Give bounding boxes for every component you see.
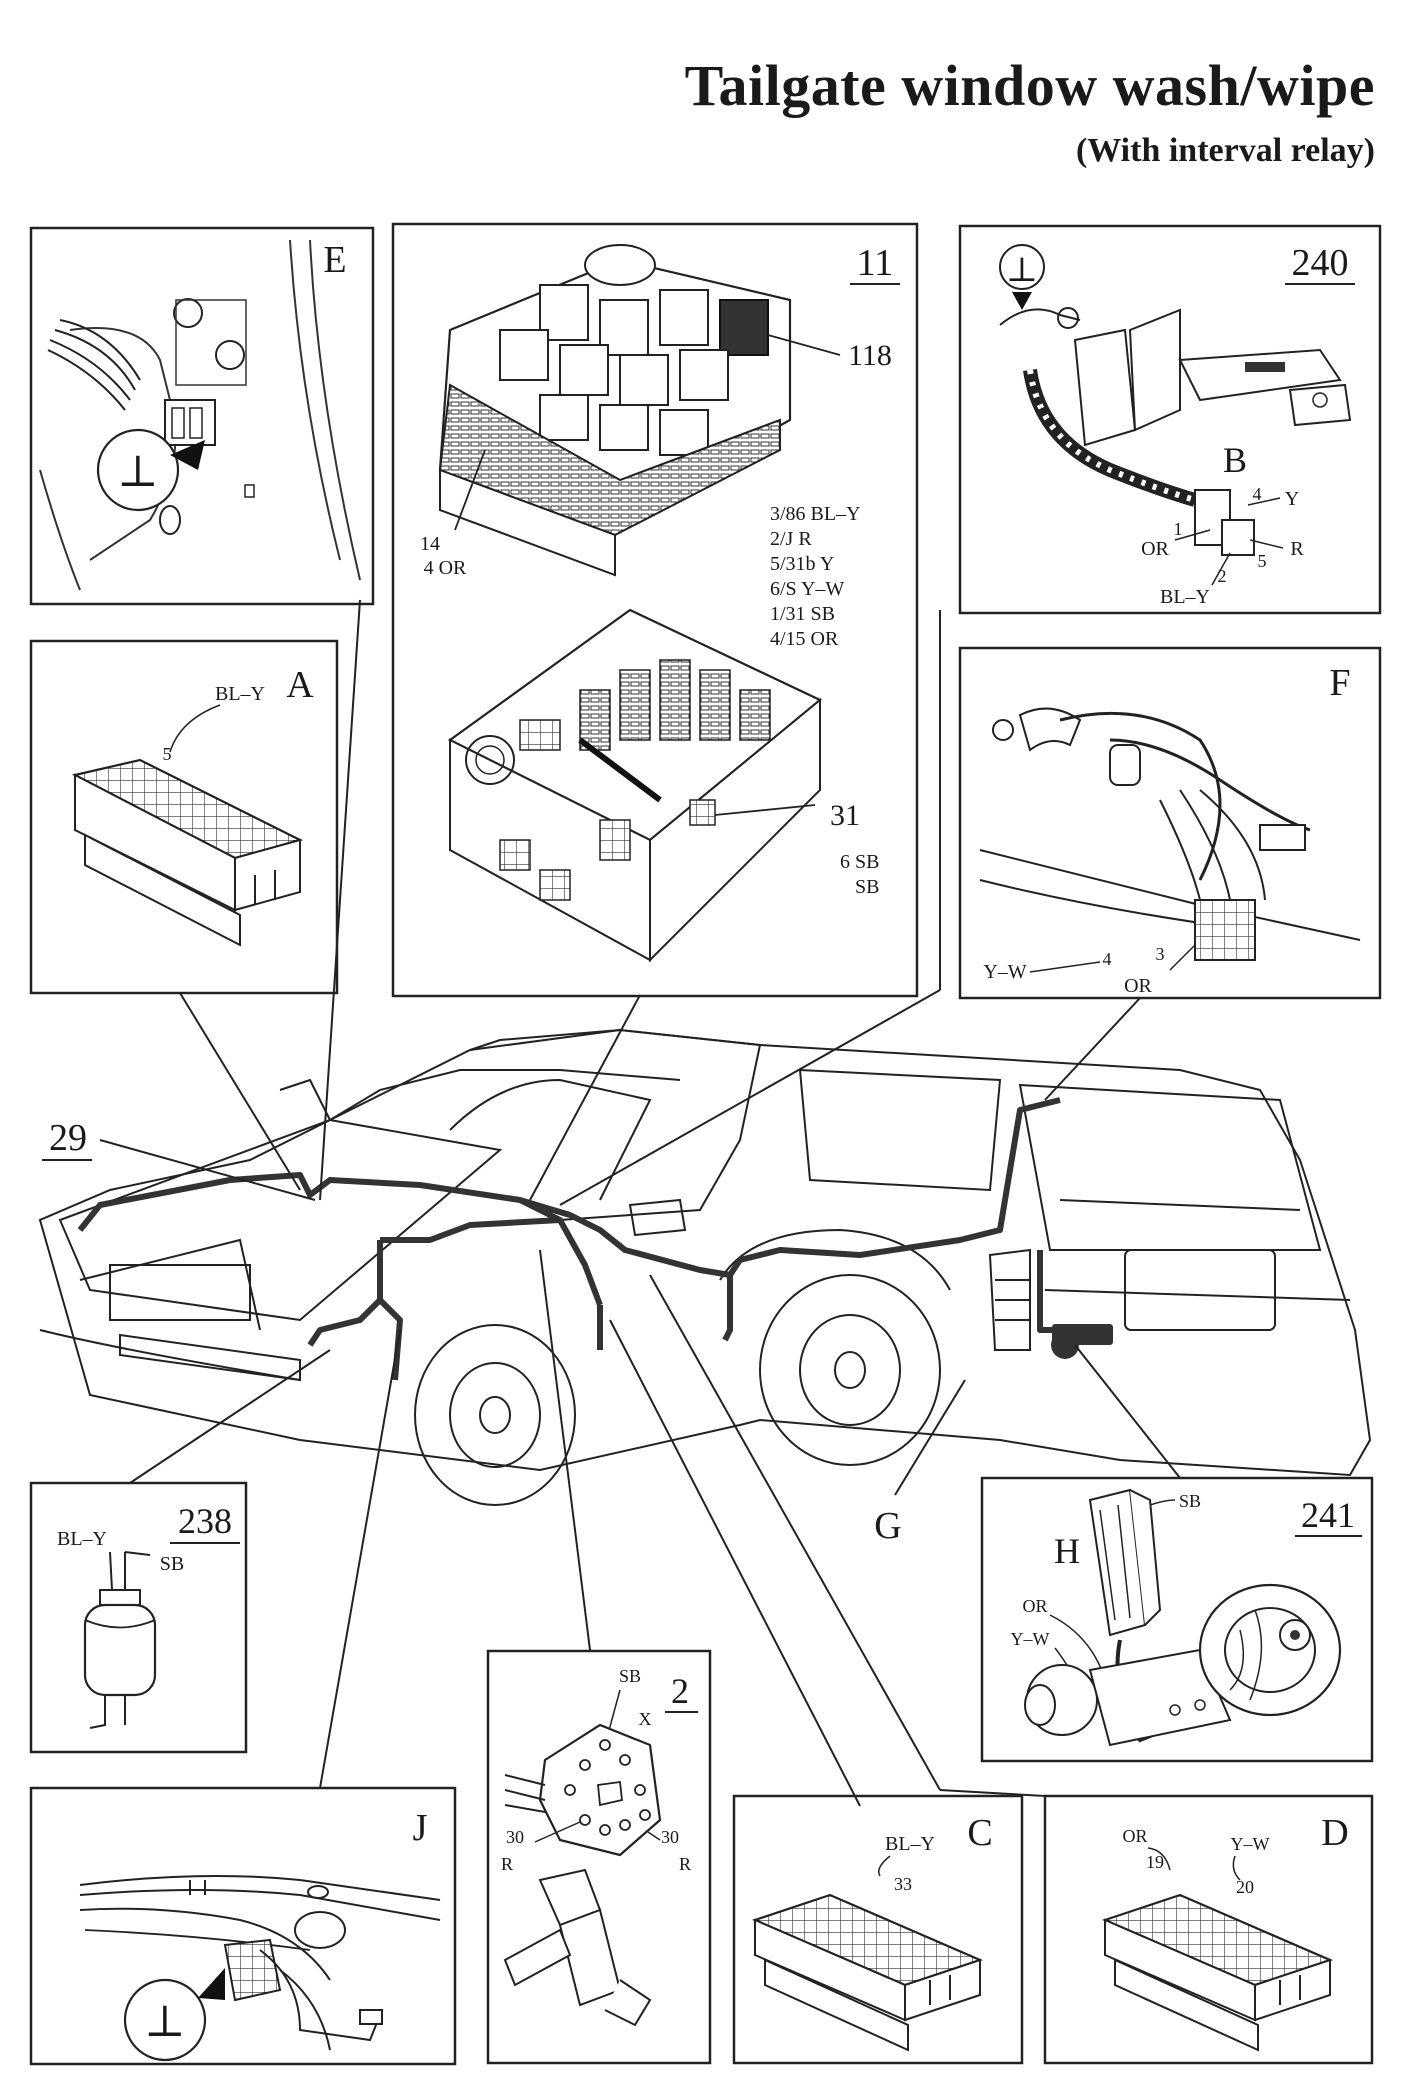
- panel-240-number: 240: [1292, 242, 1349, 284]
- wire-r: R: [1290, 538, 1304, 560]
- wiring-harness: [77, 1097, 1113, 1381]
- wire-or: OR: [1124, 975, 1152, 997]
- pin-5: 5: [1258, 551, 1267, 571]
- panel-c-letter: C: [967, 1812, 992, 1854]
- relay-pin: 3/86 BL–Y: [770, 503, 861, 525]
- panel-f-letter: F: [1329, 662, 1350, 704]
- panel-11: 11 118 14 4 OR 3/86 BL–Y 2/J R 5/31b Y 6…: [391, 222, 919, 998]
- relay-118-label: 118: [848, 339, 892, 372]
- diagram-subtitle: (With interval relay): [1075, 132, 1375, 169]
- wire-y-w: Y–W: [1011, 1629, 1050, 1649]
- wire-sb: SB: [160, 1553, 184, 1575]
- leader-lines: [99, 599, 1181, 1807]
- relay-pin: 4/15 OR: [770, 628, 839, 650]
- pin-30: 30: [661, 1827, 679, 1847]
- ground-icon: ⊥: [144, 1997, 185, 2046]
- fuse-31-label: 31: [830, 799, 860, 832]
- panel-d-letter: D: [1321, 1812, 1348, 1854]
- pin-4: 4: [1253, 484, 1262, 504]
- diagram-title: Tailgate window wash/wipe: [684, 53, 1375, 118]
- panel-11-number: 11: [857, 242, 894, 284]
- relay-pin: 1/31 SB: [770, 603, 835, 625]
- pin-30: 30: [506, 1827, 524, 1847]
- panel-e-letter: E: [323, 239, 346, 281]
- pin-2: 2: [1218, 566, 1227, 586]
- fuse-pin-sb: SB: [855, 876, 879, 898]
- wire-or: OR: [1141, 538, 1169, 560]
- relay-pin: 5/31b Y: [770, 553, 834, 575]
- panel-d: D OR 19 Y–W 20: [1043, 1794, 1374, 2065]
- pin-1: 1: [1174, 519, 1183, 539]
- panel-j: J ⊥: [29, 1786, 457, 2066]
- pin-33: 33: [894, 1874, 912, 1894]
- pin-4: 4: [1103, 949, 1112, 969]
- relay-pin: 6/S Y–W: [770, 578, 844, 600]
- wire-or: OR: [1022, 1596, 1047, 1616]
- pin-20: 20: [1236, 1877, 1254, 1897]
- panel-j-letter: J: [413, 1807, 428, 1849]
- wire-bl-y: BL–Y: [57, 1528, 107, 1550]
- panel-241: 241 SB H OR Y–W: [980, 1476, 1374, 1763]
- ref-g-label: G: [874, 1505, 901, 1547]
- panel-2-number: 2: [671, 1671, 689, 1711]
- wire-y-w: Y–W: [983, 961, 1026, 983]
- fuse-pin-4-or: 4 OR: [424, 557, 467, 579]
- wire-bl-y: BL–Y: [885, 1833, 935, 1855]
- wire-or: OR: [1122, 1826, 1147, 1846]
- panel-c: C BL–Y 33: [732, 1794, 1024, 2065]
- fuse-pin-6-sb: 6 SB: [840, 851, 879, 873]
- panel-238: 238 BL–Y SB: [29, 1481, 248, 1754]
- car-illustration: [38, 1028, 1372, 1506]
- panel-a-letter: A: [286, 664, 314, 706]
- connector-b-letter: B: [1223, 440, 1247, 480]
- wire-bl-y: BL–Y: [1160, 586, 1210, 608]
- panel-a: A BL–Y 5: [29, 639, 339, 995]
- panel-2: 2 SB X 30 R 30 R: [486, 1649, 712, 2065]
- wire-y: Y: [1285, 488, 1299, 510]
- panel-e: E ⊥: [29, 226, 375, 606]
- pin-x: X: [639, 1709, 652, 1729]
- ground-symbol-circle: [96, 428, 180, 512]
- pin-19: 19: [1146, 1852, 1164, 1872]
- panel-241-number: 241: [1301, 1495, 1355, 1535]
- relay-pin-list: 3/86 BL–Y 2/J R 5/31b Y 6/S Y–W 1/31 SB …: [770, 503, 861, 650]
- pin-5: 5: [163, 744, 172, 764]
- panel-f: F Y–W 4 3 OR: [958, 646, 1382, 1000]
- wire-bl-y: BL–Y: [215, 683, 265, 705]
- connector-h-letter: H: [1054, 1531, 1080, 1571]
- wire-r: R: [501, 1854, 513, 1874]
- wire-sb: SB: [619, 1666, 641, 1686]
- ground-icon: ⊥: [117, 447, 158, 496]
- wire-r: R: [679, 1854, 691, 1874]
- wire-sb: SB: [1179, 1491, 1201, 1511]
- panel-238-number: 238: [178, 1501, 232, 1541]
- ref-29-label: 29: [49, 1117, 87, 1159]
- relay-pin: 2/J R: [770, 528, 812, 550]
- pin-3: 3: [1156, 944, 1165, 964]
- fuse-pin-14: 14: [420, 533, 440, 555]
- wire-y-w: Y–W: [1231, 1834, 1270, 1854]
- ground-icon: ⊥: [1006, 252, 1038, 289]
- panel-240: 240 ⊥ B 4 Y 1 OR 5 R 2 BL–Y: [958, 224, 1382, 615]
